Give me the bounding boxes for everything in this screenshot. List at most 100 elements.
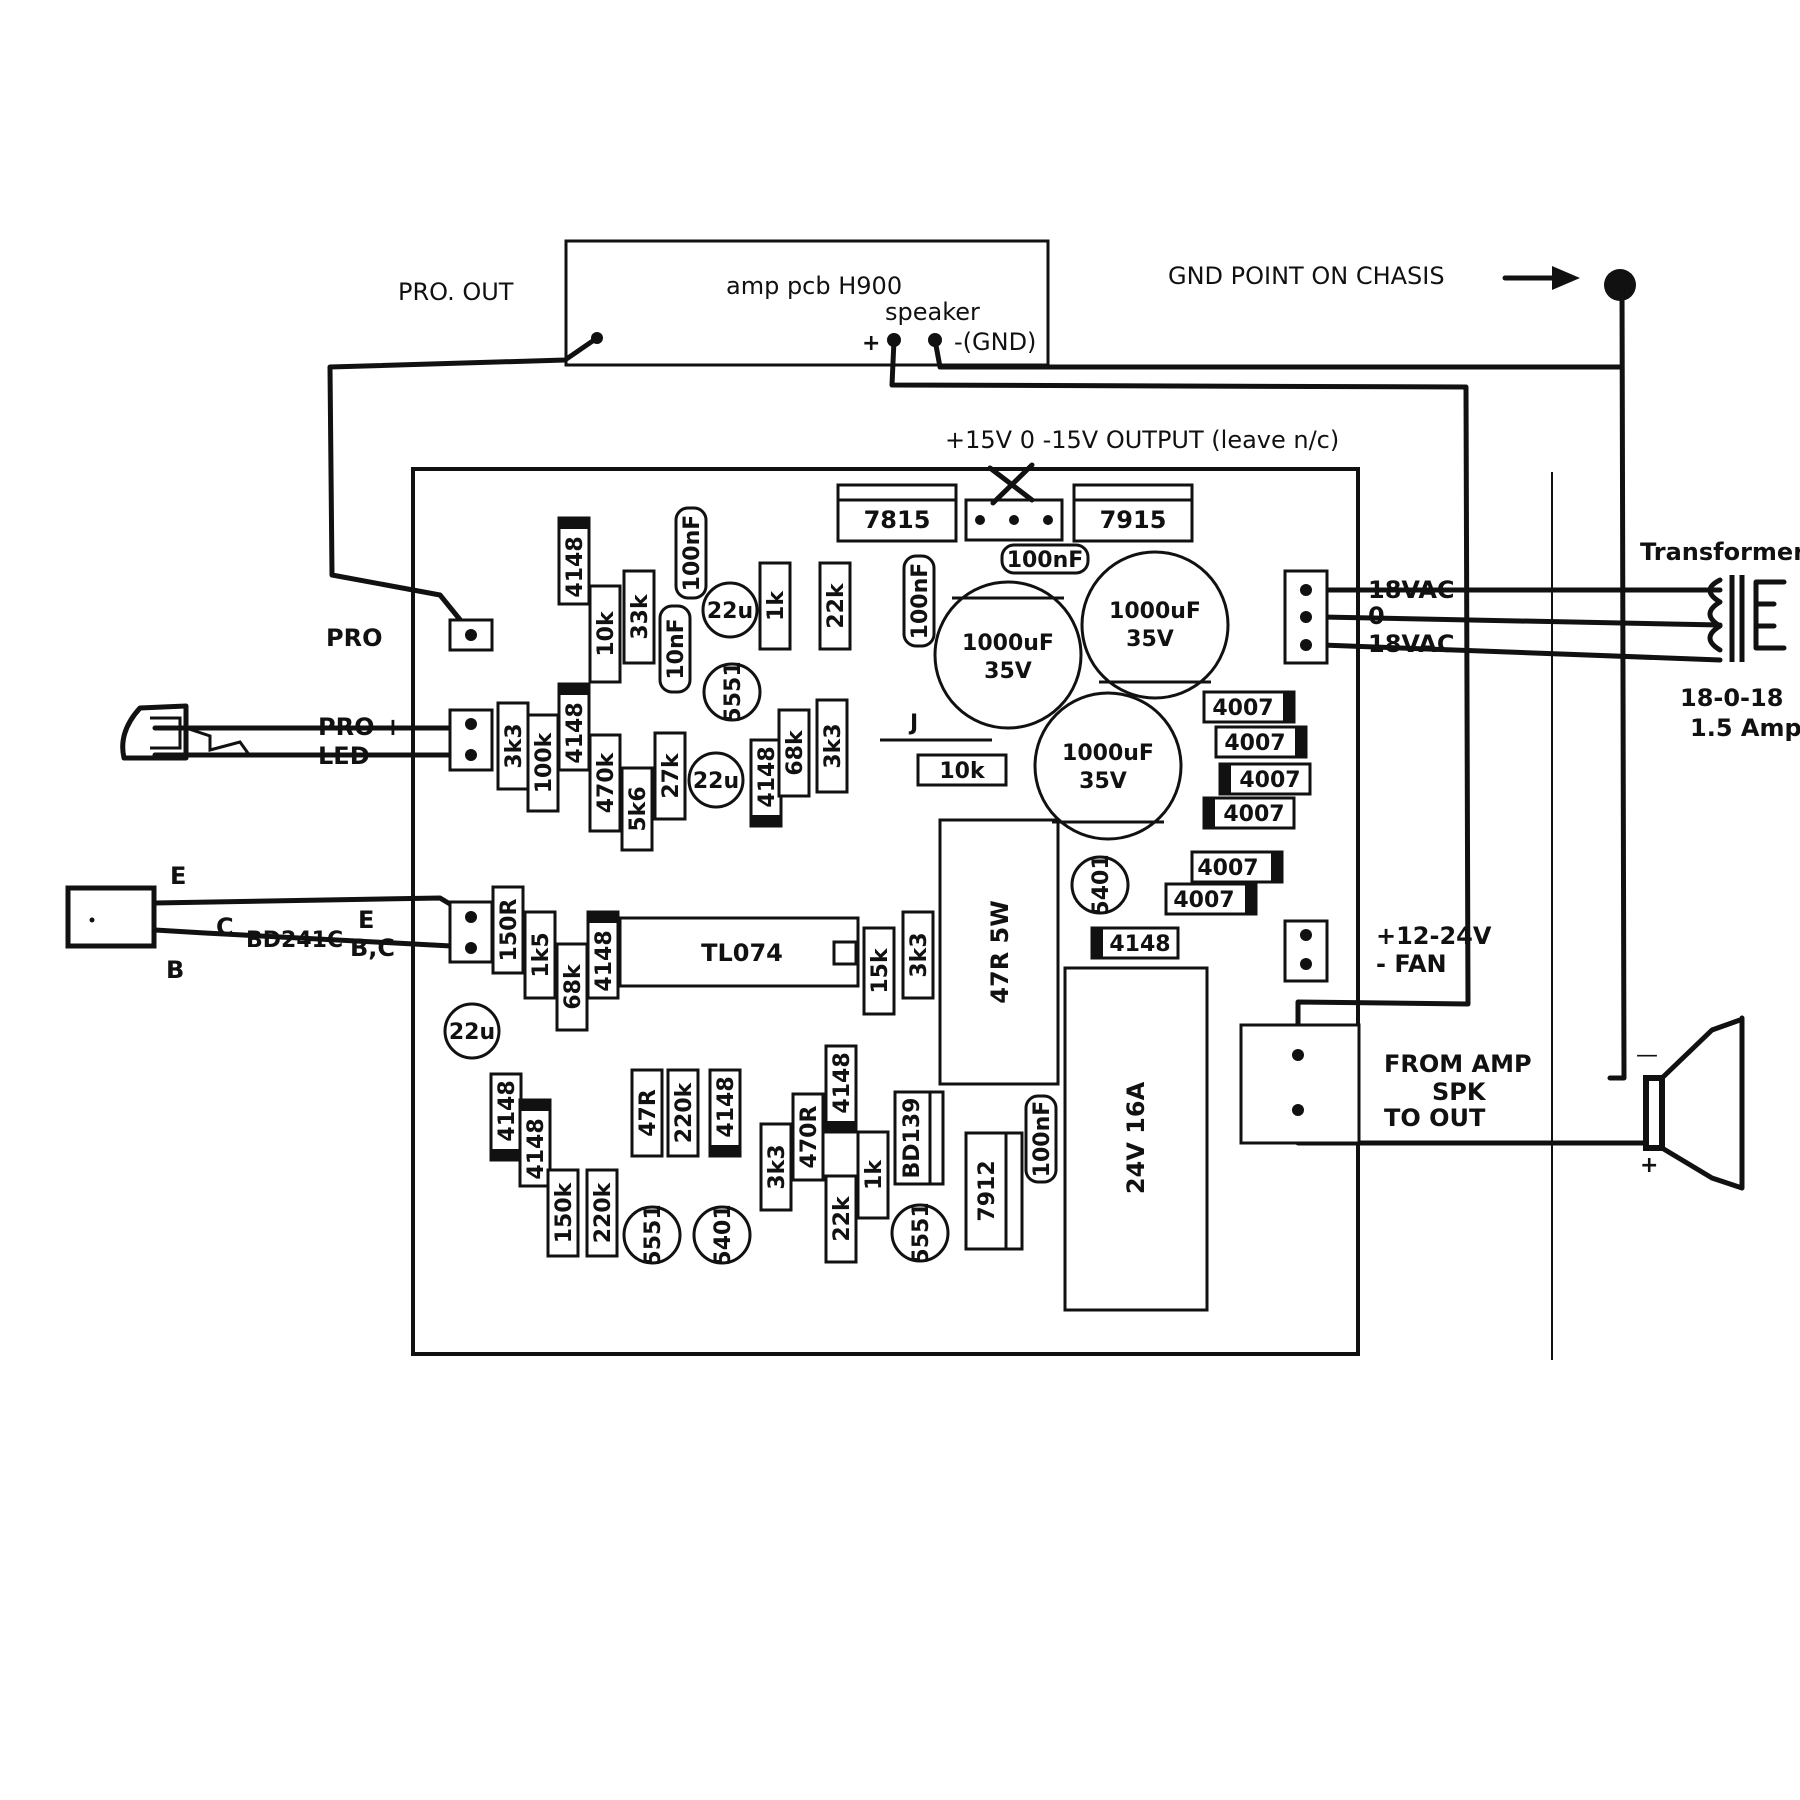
wire-transformer-b (1319, 614, 1723, 628)
pro-plus-label: PRO + (318, 713, 403, 741)
cap-1000uf-a-label-1: 1000uF (962, 631, 1054, 656)
res-3k3-a (496, 701, 530, 791)
cap-22u-a (701, 581, 759, 639)
diode-4148-e-band (588, 912, 618, 923)
diode-4148-f-label: 4148 (495, 1080, 520, 1141)
speaker-terminal-pin-2 (1292, 1104, 1304, 1116)
bd241c-pin-e-label: E (358, 906, 374, 934)
diode-4148-b (557, 682, 591, 772)
diode-4148-a-label: 4148 (563, 536, 588, 597)
diode-4148-a-band (559, 518, 589, 529)
spk-label: SPK (1432, 1078, 1487, 1106)
wire-transformer-c (1319, 642, 1723, 663)
supply-output-label: +15V 0 -15V OUTPUT (leave n/c) (945, 426, 1339, 454)
res-5k6 (620, 766, 654, 852)
pro-label: PRO (326, 624, 382, 652)
cap-100nf-vert-d (1024, 1094, 1058, 1184)
res-10k-a (588, 584, 622, 684)
diode-4148-c-label: 4148 (755, 746, 780, 807)
res-22k-b-label: 22k (830, 1195, 855, 1242)
transistor-5551-b (622, 1205, 682, 1265)
gnd-arrow-head (1552, 266, 1580, 290)
reg-7915 (1072, 483, 1194, 543)
diode-4148-g (518, 1098, 552, 1188)
res-220k-b (666, 1068, 700, 1158)
res-150k (546, 1168, 580, 1258)
res-1k-a-label: 1k (764, 590, 789, 621)
cap-100nf-horizontal-label: 100nF (1007, 548, 1084, 573)
res-470k (588, 733, 622, 833)
led-inner (150, 716, 182, 750)
res-33k (622, 569, 656, 665)
res-27k-label: 27k (659, 752, 684, 799)
res-10k-j (916, 753, 1008, 787)
fan-connector-pin-1 (1300, 929, 1312, 941)
diode-4007-f-label: 4007 (1173, 888, 1234, 913)
cap-1000uf-b (1080, 550, 1230, 700)
gnd-point-label: GND POINT ON CHASIS (1168, 262, 1445, 290)
speaker-terminal-block (1239, 1023, 1361, 1145)
cap-1000uf-b-label-2: 35V (1126, 627, 1174, 652)
bd241c-hole (89, 917, 95, 923)
diode-4007-f-band (1245, 884, 1256, 914)
led-connector-pin-2 (465, 749, 477, 761)
res-68k-a-label: 68k (783, 729, 808, 776)
cap-1000uf-c (1033, 691, 1183, 841)
cap-100nf-vert-a-label: 100nF (680, 515, 705, 592)
led-connector-pin-1 (465, 718, 477, 730)
relay-24v-16a (1063, 966, 1209, 1312)
wire-speaker-plus (889, 337, 1471, 1058)
diode-4148-i-band (826, 1121, 856, 1132)
cap-22u-c (443, 1002, 501, 1060)
res-1k5 (523, 910, 557, 1000)
diode-4148-b-label: 4148 (563, 702, 588, 763)
diode-4148-i-label: 4148 (830, 1052, 855, 1113)
supply-output-pin-3 (1043, 515, 1053, 525)
diode-4148-g-band (520, 1100, 550, 1111)
cap-1000uf-b-label-1: 1000uF (1109, 599, 1201, 624)
transformer-spec-2: 1.5 Amp (1690, 714, 1800, 742)
amp-pcb-title: amp pcb H900 (726, 272, 902, 300)
diode-4148-e-label: 4148 (592, 930, 617, 991)
speaker-magnet (1643, 1075, 1665, 1151)
diode-4007-c (1218, 762, 1312, 796)
transistor-5401-b (692, 1205, 752, 1265)
res-220k-a-label: 220k (591, 1181, 616, 1243)
diode-4148-f-band (491, 1149, 521, 1160)
res-47r-5w (938, 818, 1060, 1086)
transistor-5401-b-label: 5401 (711, 1204, 736, 1265)
reg-7815-label: 7815 (864, 506, 931, 534)
leave-nc-x-mark (987, 462, 1035, 506)
to-out-label: TO OUT (1384, 1104, 1486, 1132)
pro-connector (448, 618, 494, 652)
res-3k3-d (759, 1122, 793, 1212)
wire-gnd-down (1607, 282, 1627, 1081)
supply-output-pin-2 (1009, 515, 1019, 525)
res-1k5-label: 1k5 (529, 932, 554, 977)
reg-7915-label: 7915 (1100, 506, 1167, 534)
bd241c-label: BD241C (246, 928, 343, 953)
res-68k-a (777, 708, 811, 798)
bd241c-transistor (65, 885, 157, 949)
diode-4007-d-band (1204, 798, 1215, 828)
diode-4007-b-label: 4007 (1224, 731, 1285, 756)
res-3k3-c (901, 910, 935, 1000)
cap-100nf-vert-d-label: 100nF (1030, 1101, 1055, 1178)
res-100k-label: 100k (532, 731, 557, 793)
wire-led (152, 725, 478, 758)
speaker-terminal-pin-1 (1292, 1049, 1304, 1061)
ic-tl074-label: TL074 (701, 939, 783, 967)
diode-4148-c (749, 738, 783, 828)
vac2-label: 18VAC (1368, 630, 1455, 658)
bd241c-pin-e: E (170, 862, 186, 890)
led-leads (185, 726, 252, 757)
transistor-connector-pin-2 (465, 942, 477, 954)
res-47r-5w-label: 47R 5W (986, 900, 1014, 1003)
res-3k3-d-label: 3k3 (765, 1144, 790, 1189)
res-470k-label: 470k (594, 751, 619, 813)
diode-4007-a-label: 4007 (1212, 696, 1273, 721)
diode-4007-a-band (1283, 692, 1294, 722)
res-150k-label: 150k (552, 1181, 577, 1243)
res-3k3-c-label: 3k3 (907, 932, 932, 977)
